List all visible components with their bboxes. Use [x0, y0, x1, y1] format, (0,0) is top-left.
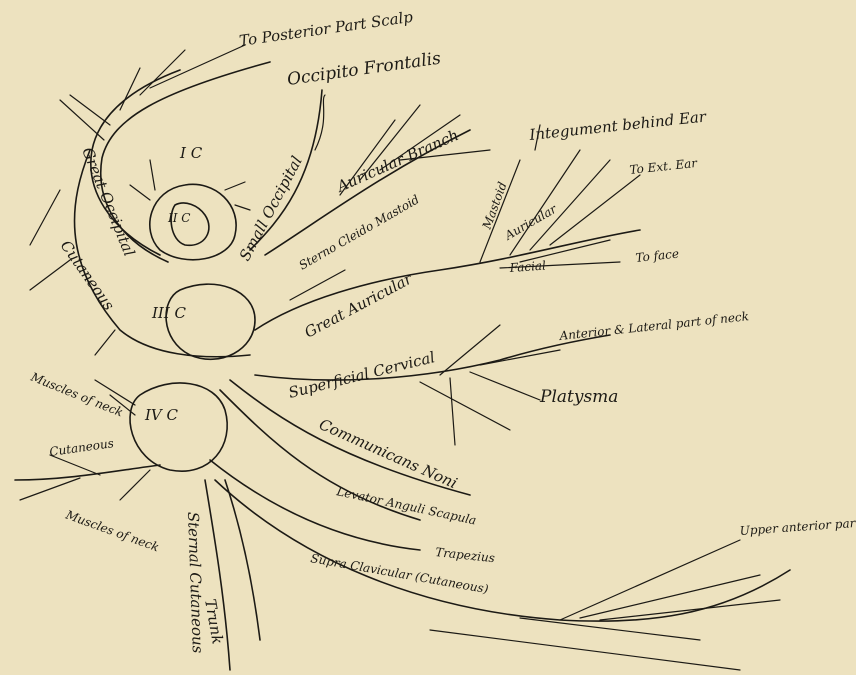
branch [120, 470, 150, 500]
branch [580, 575, 760, 618]
branch [20, 478, 80, 500]
label-communicans-noni: Communicans Noni [316, 415, 460, 492]
label-sternal-cutaneous: Sternal Cutaneous [184, 512, 207, 654]
branch [60, 100, 104, 140]
branch [50, 455, 100, 475]
label-iic: II C [167, 211, 190, 225]
branch [30, 260, 70, 290]
label-ivc: IV C [144, 406, 179, 424]
label-to-ext-ear: To Ext. Ear [629, 156, 699, 177]
label-great-auricular: Great Auricular [301, 269, 415, 341]
label-upper-anterior-chest: Upper anterior part of Chest & Shoulder [739, 507, 856, 538]
label-facial: Facial [508, 258, 546, 275]
branch [470, 372, 540, 400]
branch [150, 160, 155, 190]
label-occipito-frontalis: Occipito Frontalis [286, 49, 442, 90]
label-cutaneous-upper: Cutaneous [57, 237, 118, 314]
cutaneous-nerve-lower [15, 465, 160, 480]
first-cervical-loop [150, 184, 236, 259]
branch [450, 378, 455, 445]
label-auricular: Auricular [502, 201, 560, 243]
branch [530, 160, 610, 250]
label-muscles-of-neck-1: Muscles of neck [28, 369, 125, 419]
branch [510, 150, 580, 255]
supraclavicular-nerve [215, 480, 790, 621]
branch [130, 185, 150, 200]
label-great-occipital: Great Occipital [78, 145, 138, 259]
label-integument-behind-ear: Integument behind Ear [528, 107, 708, 144]
fourth-cervical-loop [130, 383, 227, 471]
branch [550, 175, 640, 245]
label-auricular-branch: Auricular Branch [332, 126, 461, 197]
label-platysma: Platysma [539, 387, 618, 407]
label-to-face: To face [635, 247, 680, 265]
branch [600, 600, 780, 620]
branch [235, 205, 250, 210]
branch [430, 630, 740, 670]
branch [150, 45, 245, 88]
label-cutaneous-lower: Cutaneous [48, 436, 114, 459]
branch [120, 68, 140, 110]
branch [420, 382, 510, 430]
branch [30, 190, 60, 245]
label-trapezius: Trapezius [435, 545, 496, 565]
branch [140, 50, 185, 95]
label-sterno-cleido-mastoid: Sterno Cleido Mastoid [297, 192, 422, 273]
label-iiic: III C [151, 304, 187, 322]
label-muscles-of-neck-2: Muscles of neck [63, 507, 161, 554]
branch [95, 330, 115, 355]
label-anterior-lateral: Anterior & Lateral part of neck [558, 309, 750, 343]
great-auricular-nerve [255, 230, 640, 330]
label-mastoid: Mastoid [479, 180, 509, 232]
branch [70, 95, 110, 125]
label-ic: I C [179, 144, 203, 162]
label-posterior-scalp: To Posterior Part Scalp [238, 8, 414, 50]
branch [290, 270, 345, 300]
branch [480, 350, 560, 365]
branch [225, 182, 245, 190]
